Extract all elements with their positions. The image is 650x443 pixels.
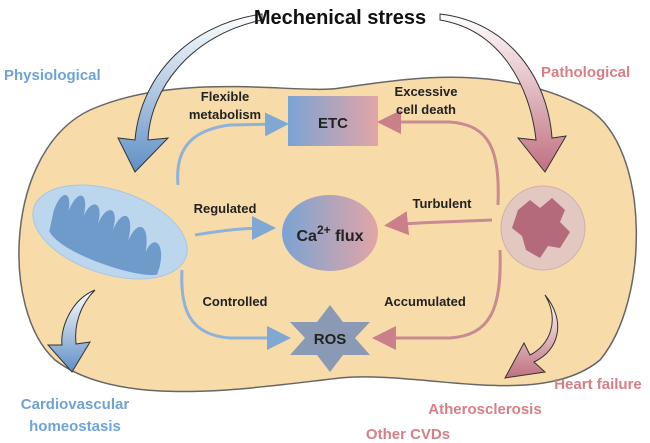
outcome-arrow-right xyxy=(504,294,559,379)
pathological-label: Pathological xyxy=(541,64,630,81)
arrow-flexible xyxy=(176,112,289,186)
cell-death-label: cell death xyxy=(396,102,456,117)
regulated-label: Regulated xyxy=(194,201,257,216)
arrow-excessive xyxy=(377,110,500,206)
physiological-label: Physiological xyxy=(4,67,101,84)
ros-label: ROS xyxy=(314,331,347,348)
homeostasis-label: homeostasis xyxy=(29,418,121,435)
ca-flux-node xyxy=(282,195,378,271)
flexible-label: Flexible xyxy=(201,89,249,104)
heart-failure-label: Heart failure xyxy=(554,376,642,393)
arrow-accumulated xyxy=(372,249,502,350)
other-cvds-label: Other CVDs xyxy=(366,426,450,443)
arrow-controlled xyxy=(180,269,291,350)
stress-arrow-left xyxy=(117,13,263,173)
atherosclerosis-label: Atherosclerosis xyxy=(428,401,541,418)
accumulated-label: Accumulated xyxy=(384,294,466,309)
ca-flux-label: Ca2+ flux xyxy=(296,223,363,245)
etc-label: ETC xyxy=(318,115,348,132)
stress-arrow-right xyxy=(439,13,567,173)
arrow-turbulent xyxy=(384,211,493,236)
controlled-label: Controlled xyxy=(203,294,268,309)
cardiovascular-label: Cardiovascular xyxy=(21,396,130,413)
arrow-regulated xyxy=(194,216,276,241)
healthy-mitochondrion xyxy=(32,184,188,280)
title: Mechenical stress xyxy=(254,7,426,29)
etc-box xyxy=(288,96,378,146)
metabolism-label: metabolism xyxy=(189,107,261,122)
damaged-mitochondrion xyxy=(500,185,586,271)
excessive-label: Excessive xyxy=(395,84,458,99)
outcome-arrow-left xyxy=(46,289,96,373)
turbulent-label: Turbulent xyxy=(413,196,473,211)
ros-star xyxy=(290,305,370,372)
